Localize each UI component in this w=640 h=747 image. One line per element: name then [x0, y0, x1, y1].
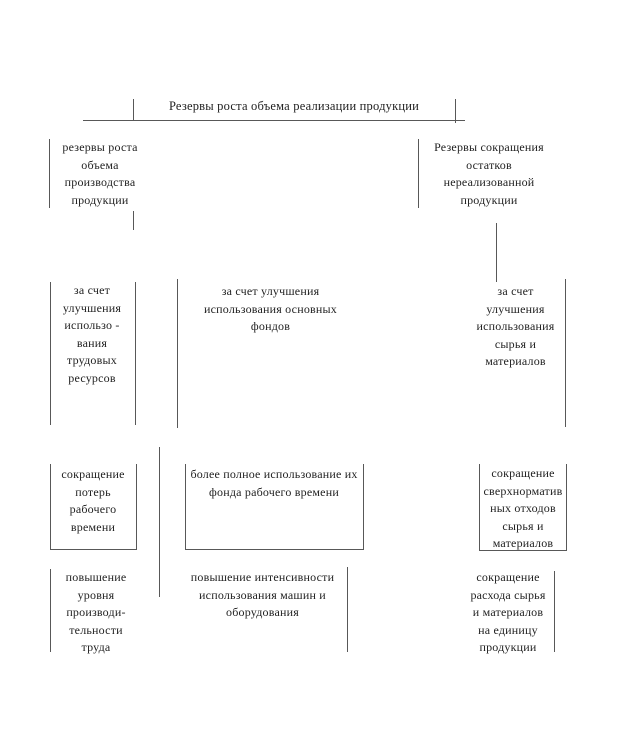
block-production-growth: резервы роста объема производства продук… [62, 140, 138, 207]
block-labor-resources: за счет улучшения использо - вания трудо… [62, 283, 122, 385]
machines-intensity-right-border [346, 567, 348, 652]
block-unsold-reduction: Резервы сокращения остатков нереализован… [434, 140, 544, 207]
diagram-title: Резервы роста объема реализации продукци… [168, 99, 420, 113]
title-right-tick [454, 99, 456, 123]
excess-waste-bottom-border [478, 549, 567, 551]
production-growth-left-border [48, 139, 50, 208]
working-time-fund-left-border [184, 464, 186, 549]
excess-waste-right-border [565, 464, 567, 550]
block-fixed-assets: за счет улучшения использования основных… [204, 284, 337, 333]
block-raw-materials: за счет улучшения использования сырья и … [476, 284, 555, 368]
connector-right-branch [495, 223, 497, 282]
block-unit-consumption: сокращение расхода сырья и материалов на… [470, 570, 546, 654]
unit-consumption-right-border [553, 571, 555, 652]
working-time-losses-left-border [49, 464, 51, 549]
working-time-losses-right-border [135, 464, 137, 549]
fixed-assets-left-border [176, 279, 178, 428]
working-time-fund-right-border [362, 464, 364, 549]
connector-middle-column [158, 447, 160, 597]
block-working-time-losses: сокращение потерь рабочего времени [61, 467, 125, 534]
title-underline [83, 119, 465, 121]
raw-materials-right-border [564, 279, 566, 427]
working-time-fund-bottom-border [184, 548, 364, 550]
unsold-reduction-left-border [417, 139, 419, 208]
block-working-time-fund: более полное использование их фонда рабо… [190, 467, 358, 499]
connector-left-branch [132, 211, 134, 230]
working-time-losses-bottom-border [49, 548, 137, 550]
labor-resources-left-border [49, 282, 51, 425]
title-left-tick [132, 99, 134, 120]
labor-productivity-left-border [49, 569, 51, 652]
block-machines-intensity: повышение интенсивности использования ма… [190, 570, 335, 619]
labor-resources-right-border [134, 282, 136, 425]
block-labor-productivity: повышение уровня производи- тельности тр… [65, 570, 127, 654]
excess-waste-left-border [478, 464, 480, 550]
block-excess-waste: сокращение сверхнорматив ных отходов сыр… [483, 466, 563, 550]
